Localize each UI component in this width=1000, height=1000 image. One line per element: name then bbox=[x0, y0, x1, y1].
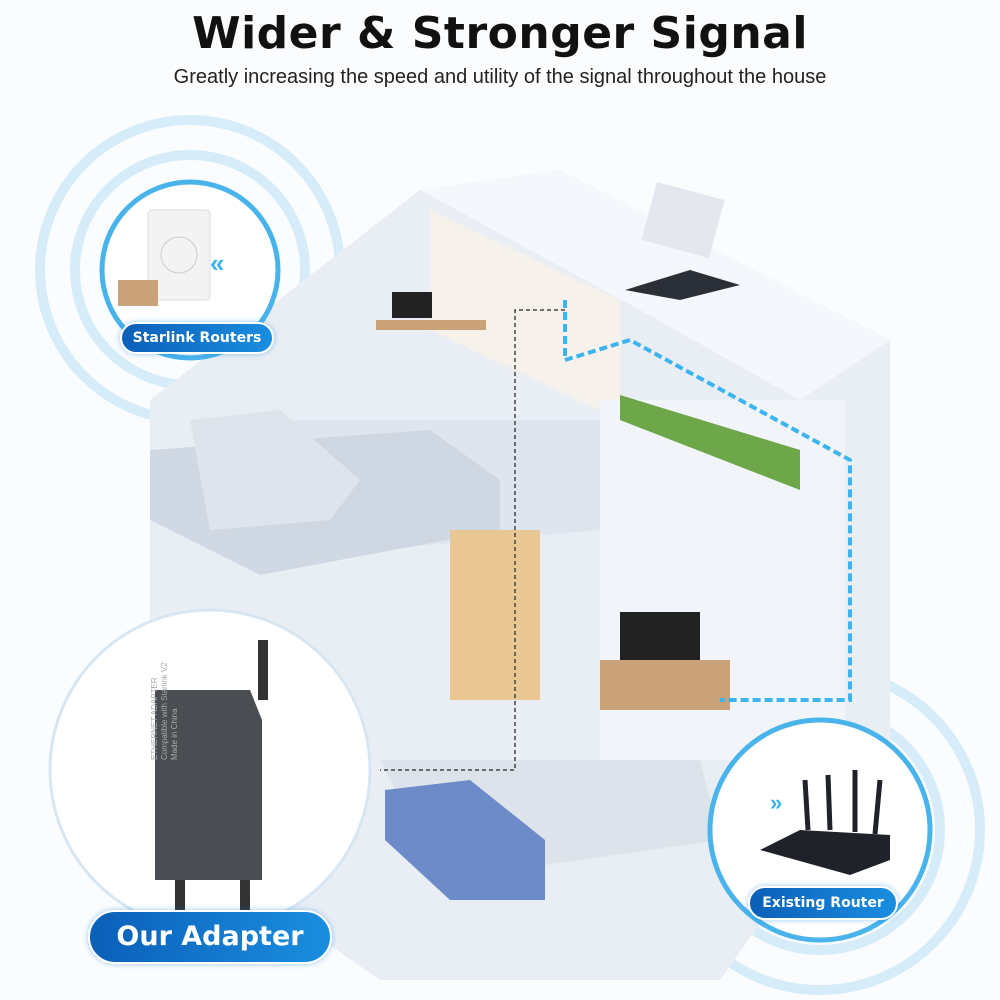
adapter-icon bbox=[155, 690, 262, 880]
starlink-routers-label: Starlink Routers bbox=[120, 322, 274, 354]
existing-router-circle bbox=[707, 717, 933, 943]
existing-router-label: Existing Router bbox=[748, 886, 898, 920]
svg-text:»: » bbox=[770, 790, 782, 815]
cable-path bbox=[380, 309, 565, 771]
page-title: Wider & Stronger Signal bbox=[192, 8, 808, 59]
adapter-print-name: ETHERNET ADAPTER bbox=[150, 677, 159, 760]
adapter-print-origin: Made in China bbox=[170, 708, 179, 760]
page-subtitle: Greatly increasing the speed and utility… bbox=[173, 66, 827, 88]
signal-path bbox=[563, 300, 852, 702]
adapter-print-compat: Compatible with Starlink V2 bbox=[160, 662, 169, 760]
existing-router-icon bbox=[760, 830, 890, 875]
adapter-print: ETHERNET ADAPTER Compatible with Starlin… bbox=[150, 662, 180, 760]
svg-text:«: « bbox=[210, 248, 224, 278]
starlink-router-icon bbox=[147, 209, 211, 301]
our-adapter-label: Our Adapter bbox=[88, 910, 332, 964]
